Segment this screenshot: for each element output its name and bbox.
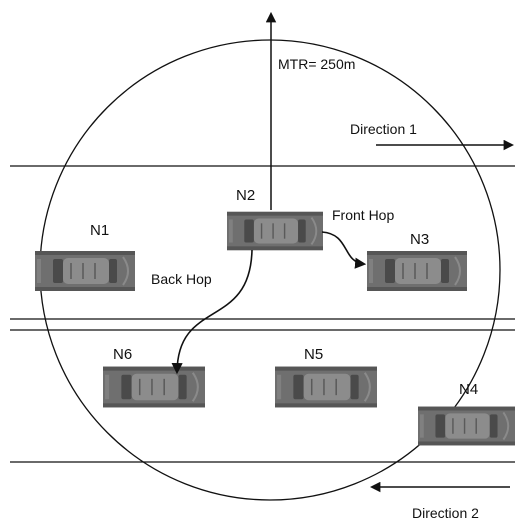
node-label-n4: N4 [459, 381, 478, 398]
back-hop-label: Back Hop [151, 271, 212, 287]
front-hop-label: Front Hop [332, 207, 394, 223]
car-n4 [418, 405, 515, 447]
car-n3 [367, 251, 467, 291]
direction-1-label: Direction 1 [350, 121, 417, 137]
node-label-n1: N1 [90, 222, 109, 239]
node-label-n5: N5 [304, 346, 323, 363]
direction-2-label: Direction 2 [412, 505, 479, 521]
back-hop-arrow [171, 249, 253, 375]
node-label-n3: N3 [410, 231, 429, 248]
car-n5 [275, 366, 377, 408]
front-hop-arrow [321, 231, 367, 269]
car-n6 [103, 366, 205, 408]
node-label-n2: N2 [236, 187, 255, 204]
mtr-label: MTR= 250m [278, 56, 355, 72]
car-n2 [227, 211, 323, 251]
car-n1 [35, 251, 135, 291]
node-label-n6: N6 [113, 346, 132, 363]
